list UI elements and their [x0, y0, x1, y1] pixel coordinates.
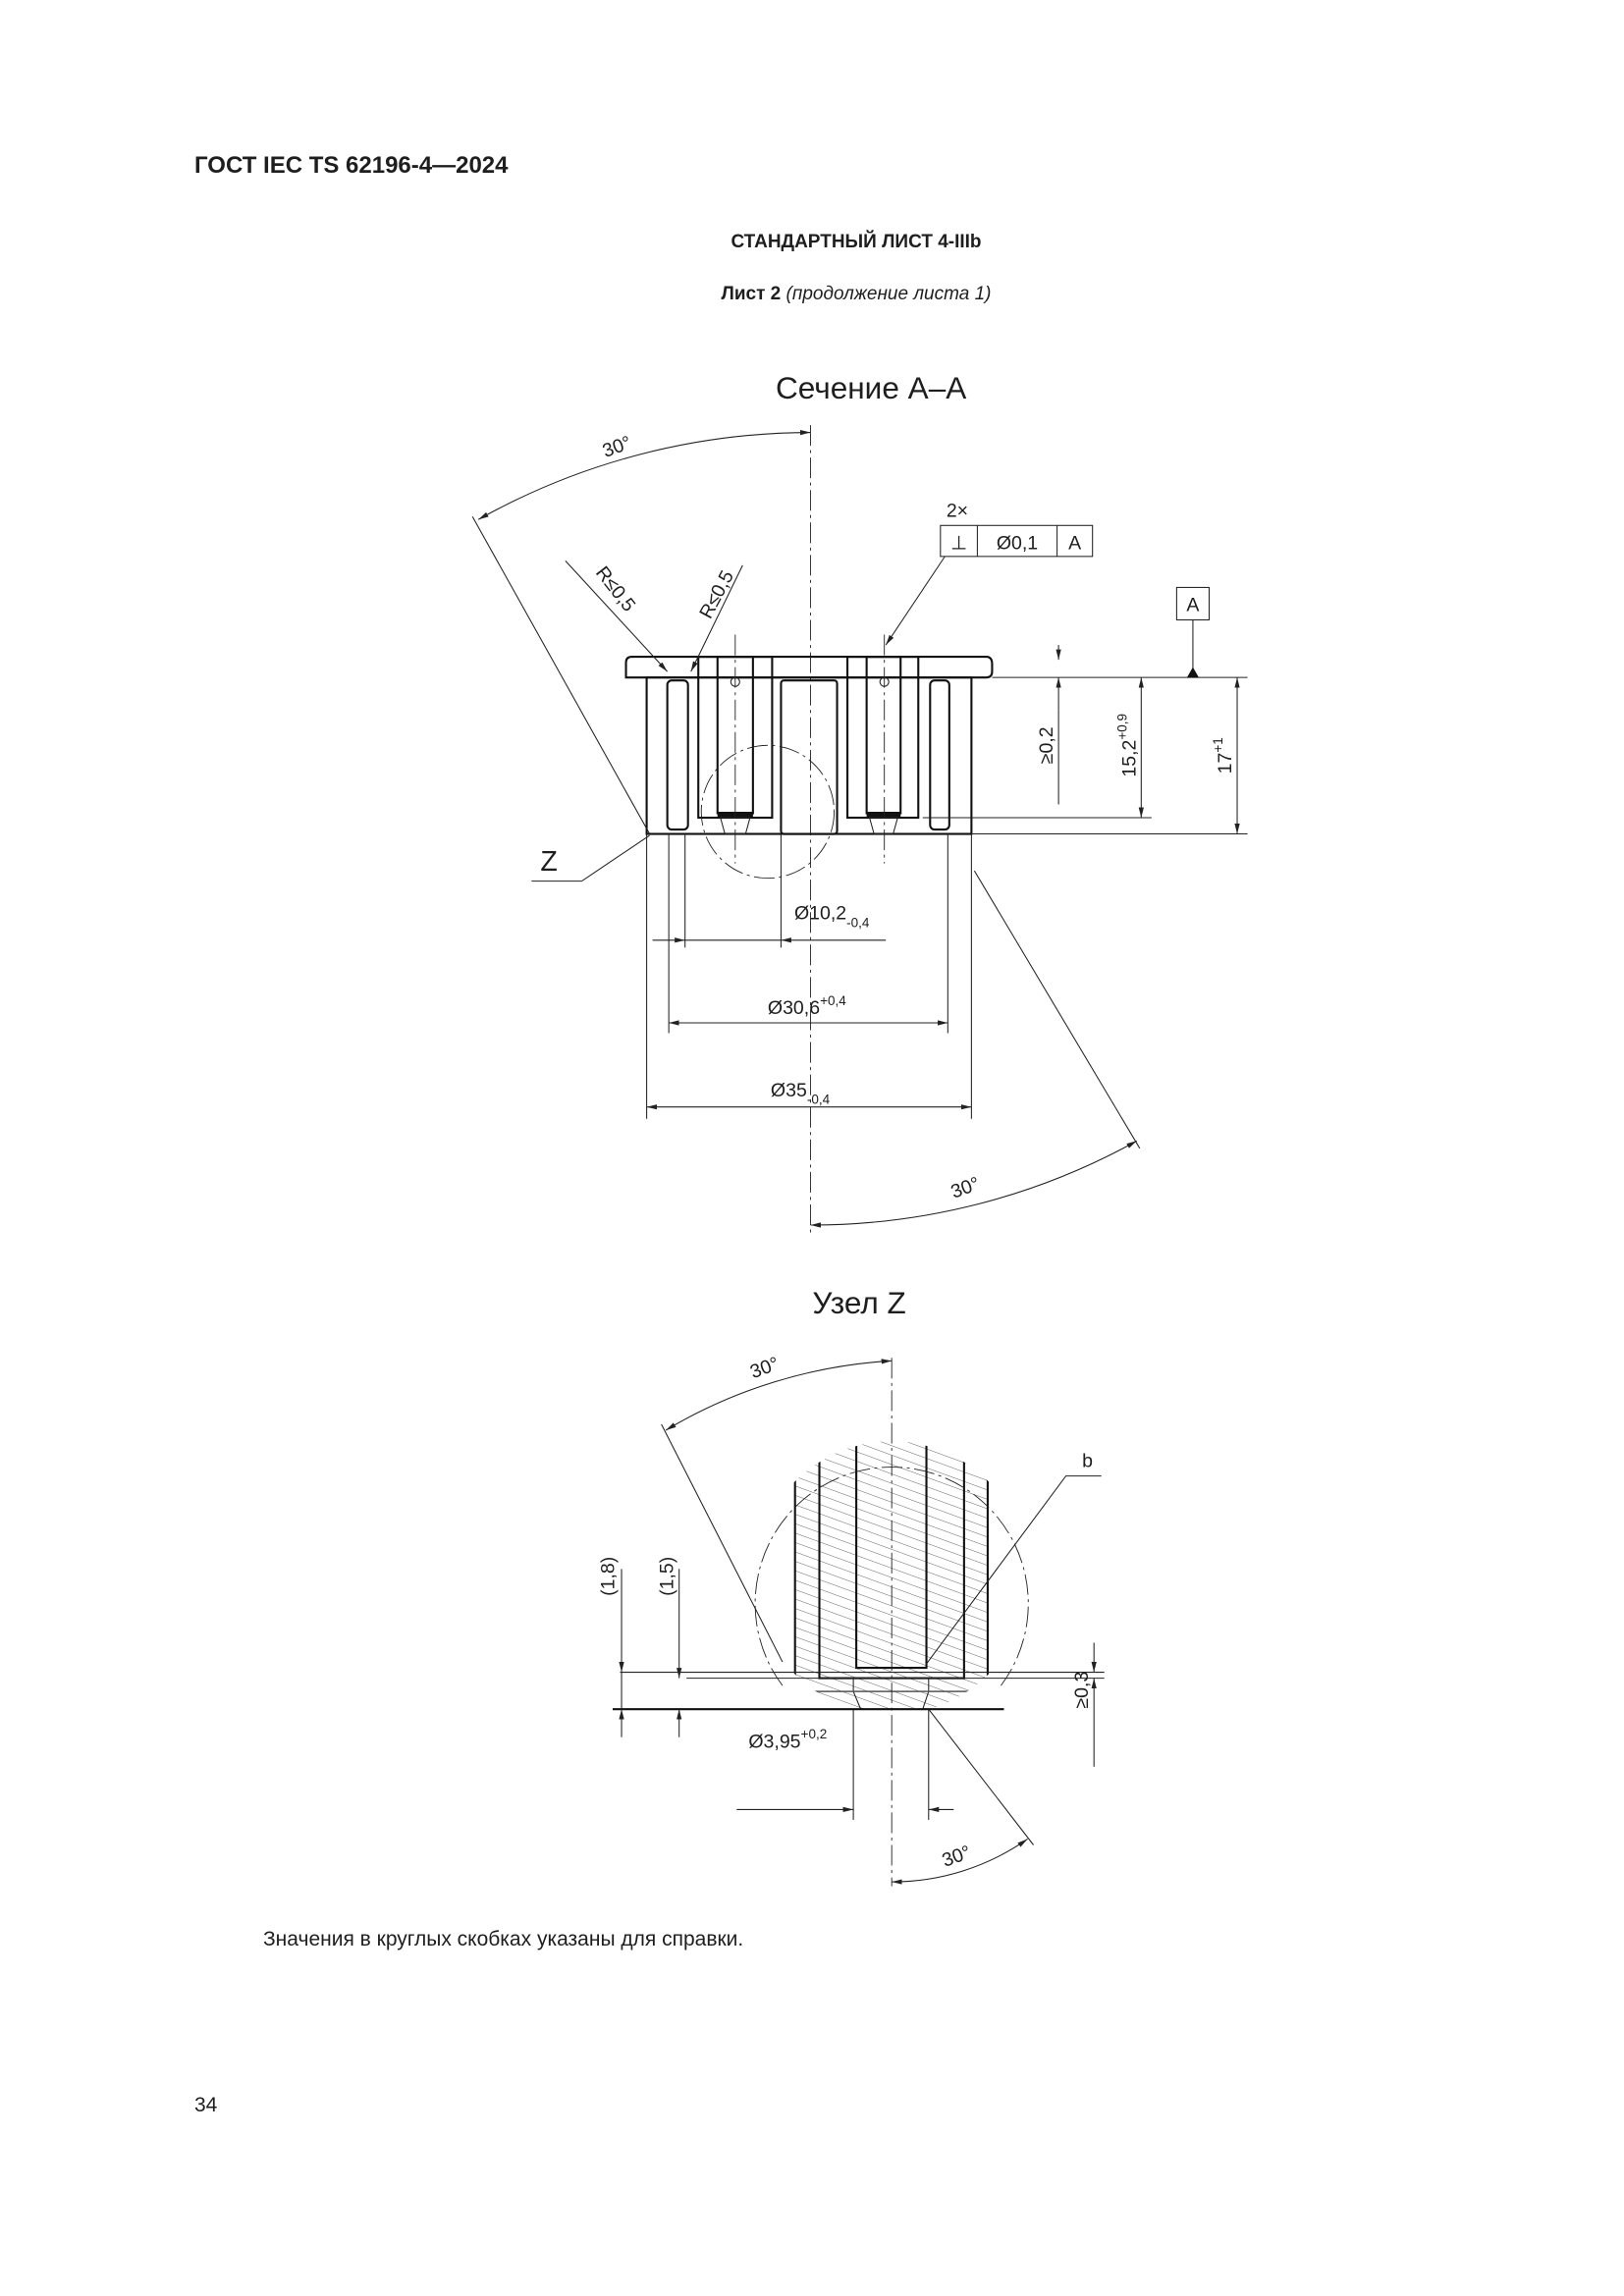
detail-z-label: Z	[540, 846, 557, 878]
perpendicularity-icon: ⊥	[950, 532, 967, 554]
dim-height: 17+1	[1211, 737, 1236, 774]
sheet-note: (продолжение листа 1)	[785, 284, 992, 304]
sheet-title: СТАНДАРТНЫЙ ЛИСТ 4-IIIb	[731, 232, 982, 252]
feature-control-frame: ⊥ Ø0,1 A	[940, 524, 1094, 558]
dim-d2: Ø30,6+0,4	[768, 993, 846, 1019]
dim-ref-2: (1,5)	[657, 1557, 678, 1596]
datum-label: A	[1186, 594, 1199, 615]
detail-angle-bottom: 30°	[940, 1842, 974, 1872]
sleeve-right-hole	[865, 656, 902, 815]
dim-ref-1: (1,8)	[598, 1557, 620, 1596]
section-a-a: Сечение А–А	[471, 370, 1248, 1238]
section-title: Сечение А–А	[776, 370, 966, 405]
dim-min: ≥0,3	[1071, 1672, 1093, 1709]
sheet-subtitle: Лист 2 (продолжение листа 1)	[0, 284, 1624, 305]
body	[645, 676, 973, 835]
detail-title: Узел Z	[812, 1285, 905, 1320]
detail-angle-top: 30°	[747, 1353, 782, 1383]
dim-hole: Ø3,95+0,2	[748, 1727, 827, 1752]
angle-bottom: 30°	[948, 1173, 983, 1203]
dim-depth: 15,2+0,9	[1114, 714, 1140, 777]
fcf-count: 2×	[947, 500, 968, 521]
dim-d1: Ø10,2-0,4	[794, 903, 870, 931]
label-b: b	[1082, 1451, 1093, 1472]
fcf-datum: A	[1068, 532, 1081, 554]
radius-label-2: R≤0,5	[695, 567, 738, 622]
sleeve-right	[846, 656, 920, 820]
fcf-tolerance: Ø0,1	[997, 532, 1038, 554]
document-id-header: ГОСТ IEC TS 62196-4—2024	[194, 152, 509, 179]
dim-d3: Ø35-0,4	[771, 1080, 831, 1107]
detail-z-circle	[700, 744, 836, 880]
datum-box	[1175, 586, 1210, 621]
radius-label-1: R≤0,5	[591, 562, 639, 616]
dim-gap: ≥0,2	[1036, 726, 1057, 764]
detail-z: Узел Z (1,8) (1,5) ≥0,3	[598, 1285, 1105, 1887]
page-number: 34	[194, 2094, 218, 2116]
groove-left	[666, 679, 689, 831]
sheet-label: Лист 2	[721, 284, 782, 304]
groove-right	[929, 679, 950, 831]
central-bore	[780, 679, 839, 835]
footer-note: Значения в круглых скобках указаны для с…	[263, 1928, 744, 1950]
sleeve-right-bottom	[866, 811, 901, 818]
flange	[624, 656, 994, 679]
